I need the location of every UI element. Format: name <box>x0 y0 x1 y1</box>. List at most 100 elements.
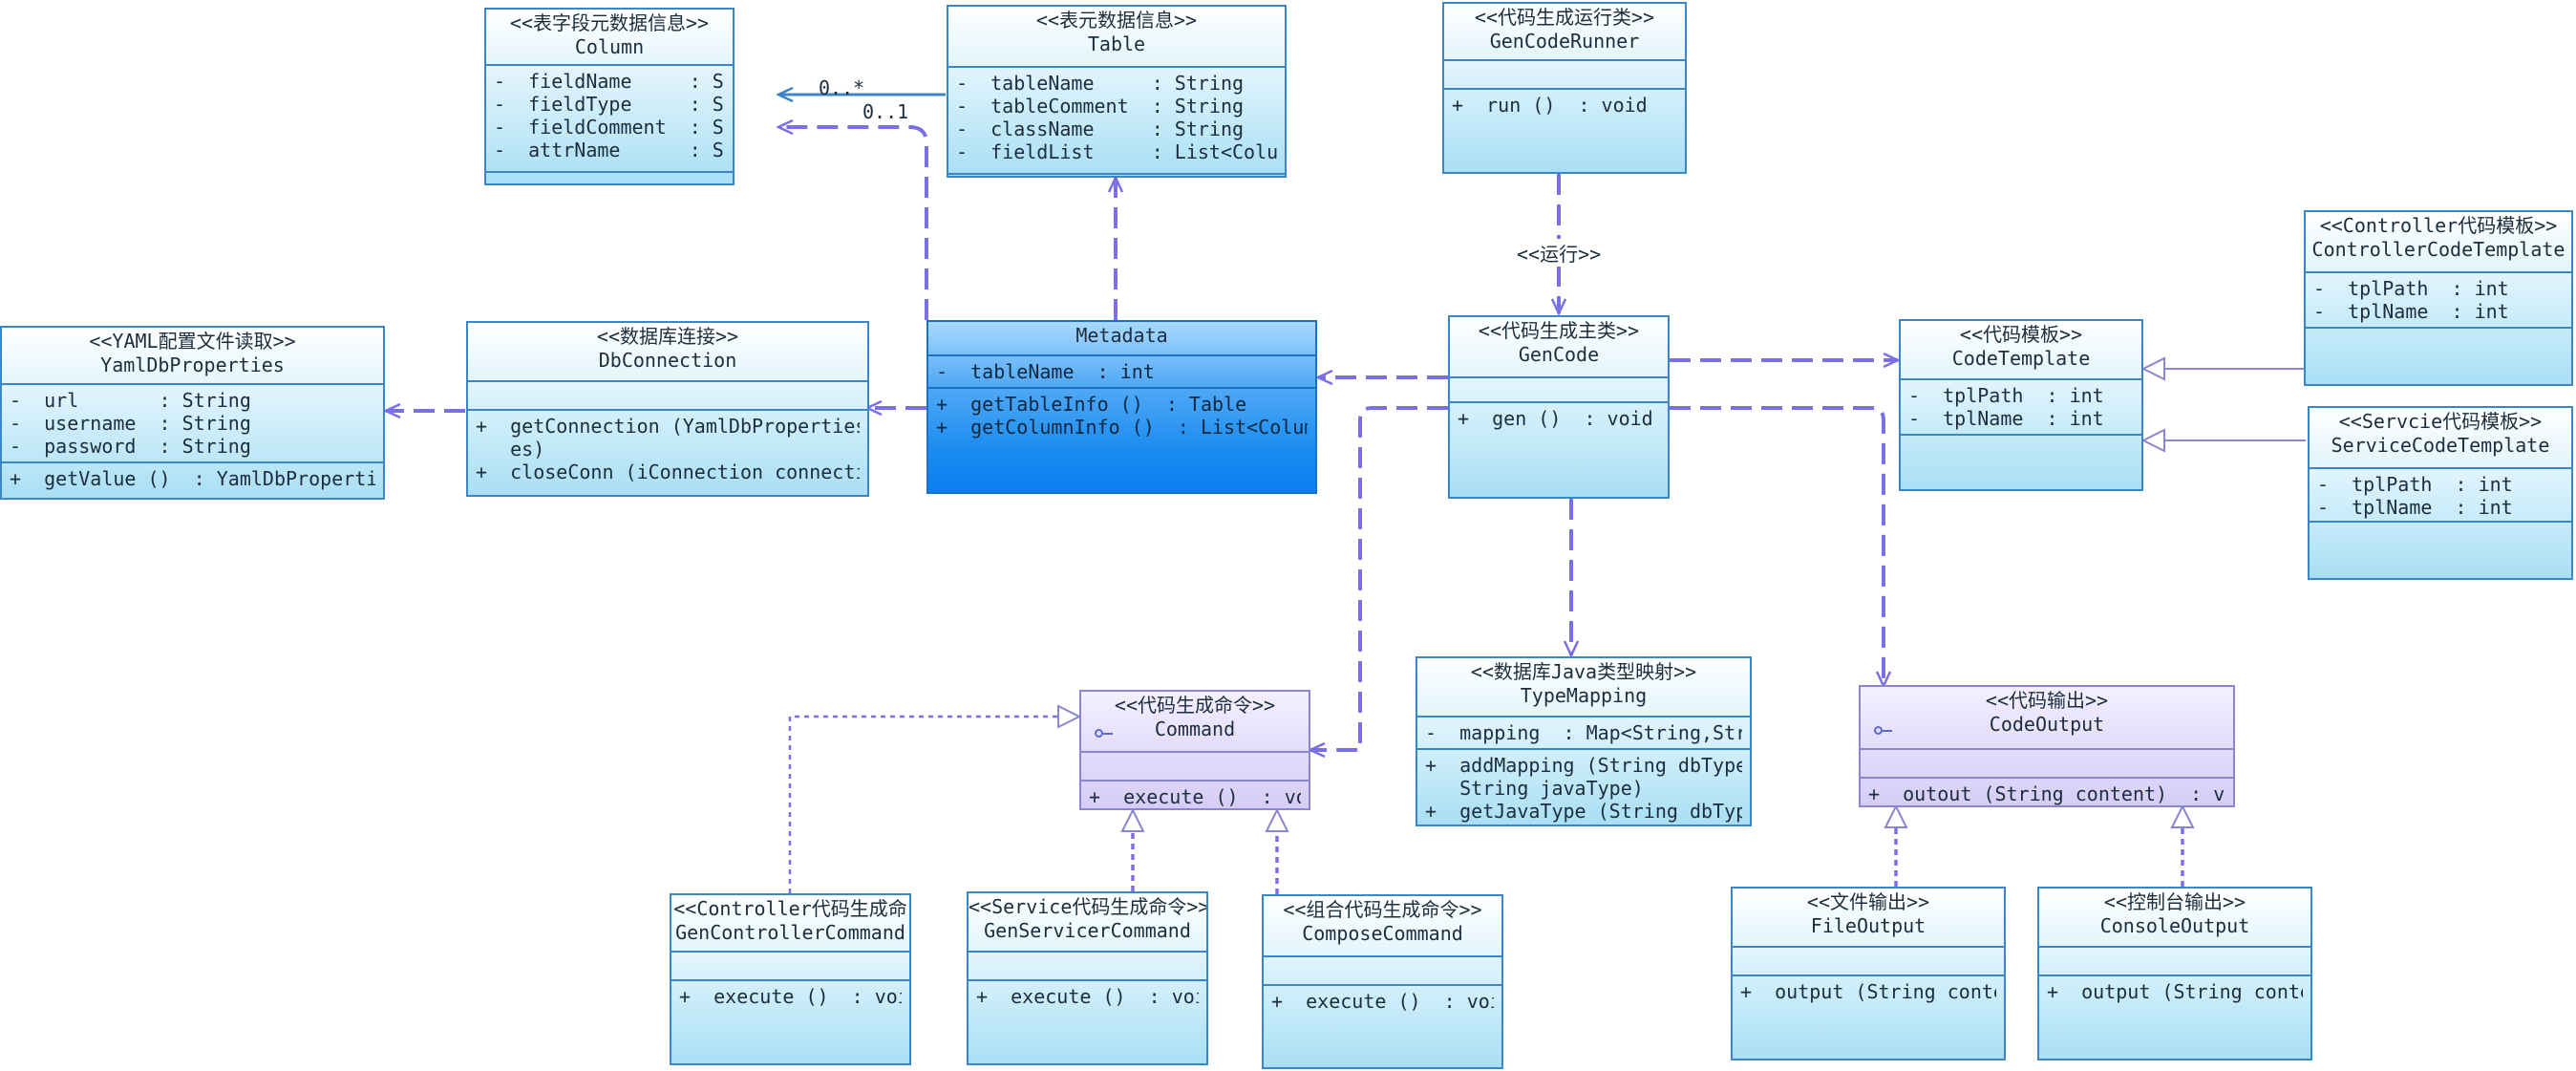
class-name: Table <box>1087 32 1146 55</box>
stereotype: <<YAML配置文件读取>> <box>89 330 296 353</box>
stereotype: <<Controller代码生成命 <box>673 897 907 920</box>
class-fileoutput[interactable]: <<文件输出>>FileOutput + output (String cont… <box>1731 887 2006 1060</box>
class-name: CodeOutput <box>1989 713 2105 736</box>
edge-gencontroller-command-realization <box>788 717 1079 893</box>
operation: + closeConn (iConnection connection) <box>476 461 860 483</box>
attribute: - password : String <box>10 435 251 458</box>
class-name: ComposeCommand <box>1302 922 1463 945</box>
stereotype: <<Controller代码模板>> <box>2319 214 2558 237</box>
operation: + outout (String content) : void <box>1868 782 2225 805</box>
stereotype: <<表元数据信息>> <box>1035 9 1198 32</box>
class-name: FileOutput <box>1810 914 1927 937</box>
class-composecommand[interactable]: <<组合代码生成命令>>ComposeCommand + execute () … <box>1262 894 1503 1069</box>
attribute: - fieldComment : String <box>494 116 725 139</box>
edge-metadata-column-dependency <box>778 127 928 320</box>
class-typemapping[interactable]: <<数据库Java类型映射>>TypeMapping - mapping : M… <box>1416 656 1752 826</box>
attribute: - tplPath : int <box>2313 277 2509 300</box>
operation: + getColumnInfo () : List<Column> <box>936 416 1308 439</box>
interface-lollipop-icon <box>1095 729 1113 738</box>
attribute: - fieldName : String <box>494 70 725 93</box>
class-name: TypeMapping <box>1520 684 1648 707</box>
class-name: Metadata <box>1075 324 1168 347</box>
class-codeoutput[interactable]: <<代码输出>>CodeOutput + outout (String cont… <box>1859 685 2235 807</box>
class-name: GenCodeRunner <box>1489 30 1640 53</box>
attribute: - tableComment : String <box>956 95 1245 118</box>
class-name: Column <box>574 35 645 58</box>
class-name: ServiceCodeTemplate <box>2331 434 2550 457</box>
stereotype: <<Servcie代码模板>> <box>2338 410 2543 433</box>
class-name: ConsoleOutput <box>2099 914 2250 937</box>
class-name: GenServicerCommand <box>984 919 1191 942</box>
multiplicity-metadata-column: 0..1 <box>862 100 909 123</box>
attribute: - fieldList : List<Column> <box>956 140 1277 163</box>
class-name: Command <box>1154 718 1236 740</box>
operation: + execute () : void <box>1089 785 1301 808</box>
attribute: - tplName : int <box>1908 407 2104 430</box>
attribute: - tableName : String <box>956 72 1245 95</box>
class-table[interactable]: <<表元数据信息>>Table - tableName : String - t… <box>947 5 1287 178</box>
stereotype: <<代码输出>> <box>1985 689 2109 712</box>
operation: + run () : void <box>1452 94 1648 117</box>
operation: + getJavaType (String dbType) <box>1425 800 1742 823</box>
class-gencode[interactable]: <<代码生成主类>>GenCode + gen () : void <box>1448 315 1670 499</box>
operation: + execute () : void <box>976 985 1199 1008</box>
attribute: - tplPath : int <box>1908 384 2104 407</box>
class-command[interactable]: <<代码生成命令>>Command + execute () : void <box>1079 690 1310 810</box>
attribute: - url : String <box>10 389 251 412</box>
attribute: - tplPath : int <box>2317 473 2513 496</box>
class-column[interactable]: <<表字段元数据信息>>Column - fieldName : String … <box>484 8 734 185</box>
operation: + getValue () : YamlDbProperties <box>10 467 375 490</box>
operation: + getConnection (YamlDbProperties pr <box>476 415 860 438</box>
attribute: - tableName : int <box>936 360 1155 383</box>
class-dbconnection[interactable]: <<数据库连接>>DbConnection + getConnection (Y… <box>466 321 869 497</box>
edge-label-run: <<运行>> <box>1515 239 1604 267</box>
operation: + gen () : void <box>1458 407 1653 430</box>
interface-lollipop-icon <box>1874 726 1892 735</box>
attribute: - tplName : int <box>2313 300 2509 323</box>
operation: + output (String content <box>2047 980 2303 1003</box>
class-name: CodeTemplate <box>1951 347 2091 370</box>
operation: + execute () : void <box>1271 990 1494 1013</box>
operation: String javaType) <box>1425 777 1644 800</box>
class-consoleoutput[interactable]: <<控制台输出>>ConsoleOutput + output (String … <box>2037 887 2312 1060</box>
stereotype: <<数据库Java类型映射>> <box>1470 660 1697 683</box>
stereotype: <<代码生成运行类>> <box>1474 6 1655 29</box>
edge-gencode-codeoutput-dependency <box>1670 406 1884 686</box>
class-controllercodetemplate[interactable]: <<Controller代码模板>>ControllerCodeTemplate… <box>2304 210 2573 386</box>
operation: + output (String content <box>1740 980 1996 1003</box>
attribute: - fieldType : String <box>494 93 725 116</box>
edge-gencode-command-dependency <box>1310 406 1448 750</box>
attribute: - username : String <box>10 412 251 435</box>
class-name: GenControllerCommand <box>675 921 905 944</box>
operation: + addMapping (String dbType, <box>1425 754 1742 777</box>
class-metadata[interactable]: Metadata - tableName : int + getTableInf… <box>926 320 1317 494</box>
attribute: - mapping : Map<String,String <box>1425 721 1742 744</box>
stereotype: <<代码生成命令>> <box>1114 694 1276 717</box>
stereotype: <<代码生成主类>> <box>1478 319 1640 342</box>
operation: es) <box>476 438 545 461</box>
class-servicecodetemplate[interactable]: <<Servcie代码模板>>ServiceCodeTemplate - tpl… <box>2308 406 2573 580</box>
attribute: - tplName : int <box>2317 496 2513 519</box>
class-name: GenCode <box>1518 343 1600 366</box>
attribute: - className : String <box>956 118 1245 140</box>
stereotype: <<组合代码生成命令>> <box>1283 898 1482 921</box>
multiplicity-table-column: 0..* <box>819 76 865 99</box>
stereotype: <<数据库连接>> <box>596 325 739 348</box>
class-genservicercommand[interactable]: <<Service代码生成命令>>GenServicerCommand + ex… <box>967 891 1208 1065</box>
stereotype: <<表字段元数据信息>> <box>509 11 710 34</box>
class-yamldbproperties[interactable]: <<YAML配置文件读取>>YamlDbProperties - url : S… <box>0 326 385 500</box>
operation: + getTableInfo () : Table <box>936 393 1247 416</box>
stereotype: <<Service代码生成命令>> <box>969 895 1206 918</box>
stereotype: <<控制台输出>> <box>2103 890 2246 913</box>
attribute: - attrName : String <box>494 139 725 161</box>
class-name: ControllerCodeTemplate <box>2311 238 2565 261</box>
class-codetemplate[interactable]: <<代码模板>>CodeTemplate - tplPath : int - t… <box>1899 319 2143 491</box>
stereotype: <<文件输出>> <box>1806 890 1930 913</box>
class-gencoderunner[interactable]: <<代码生成运行类>>GenCodeRunner + run () : void <box>1442 2 1687 174</box>
class-name: DbConnection <box>598 349 737 372</box>
class-name: YamlDbProperties <box>100 353 285 376</box>
operation: + execute () : void <box>679 985 902 1008</box>
